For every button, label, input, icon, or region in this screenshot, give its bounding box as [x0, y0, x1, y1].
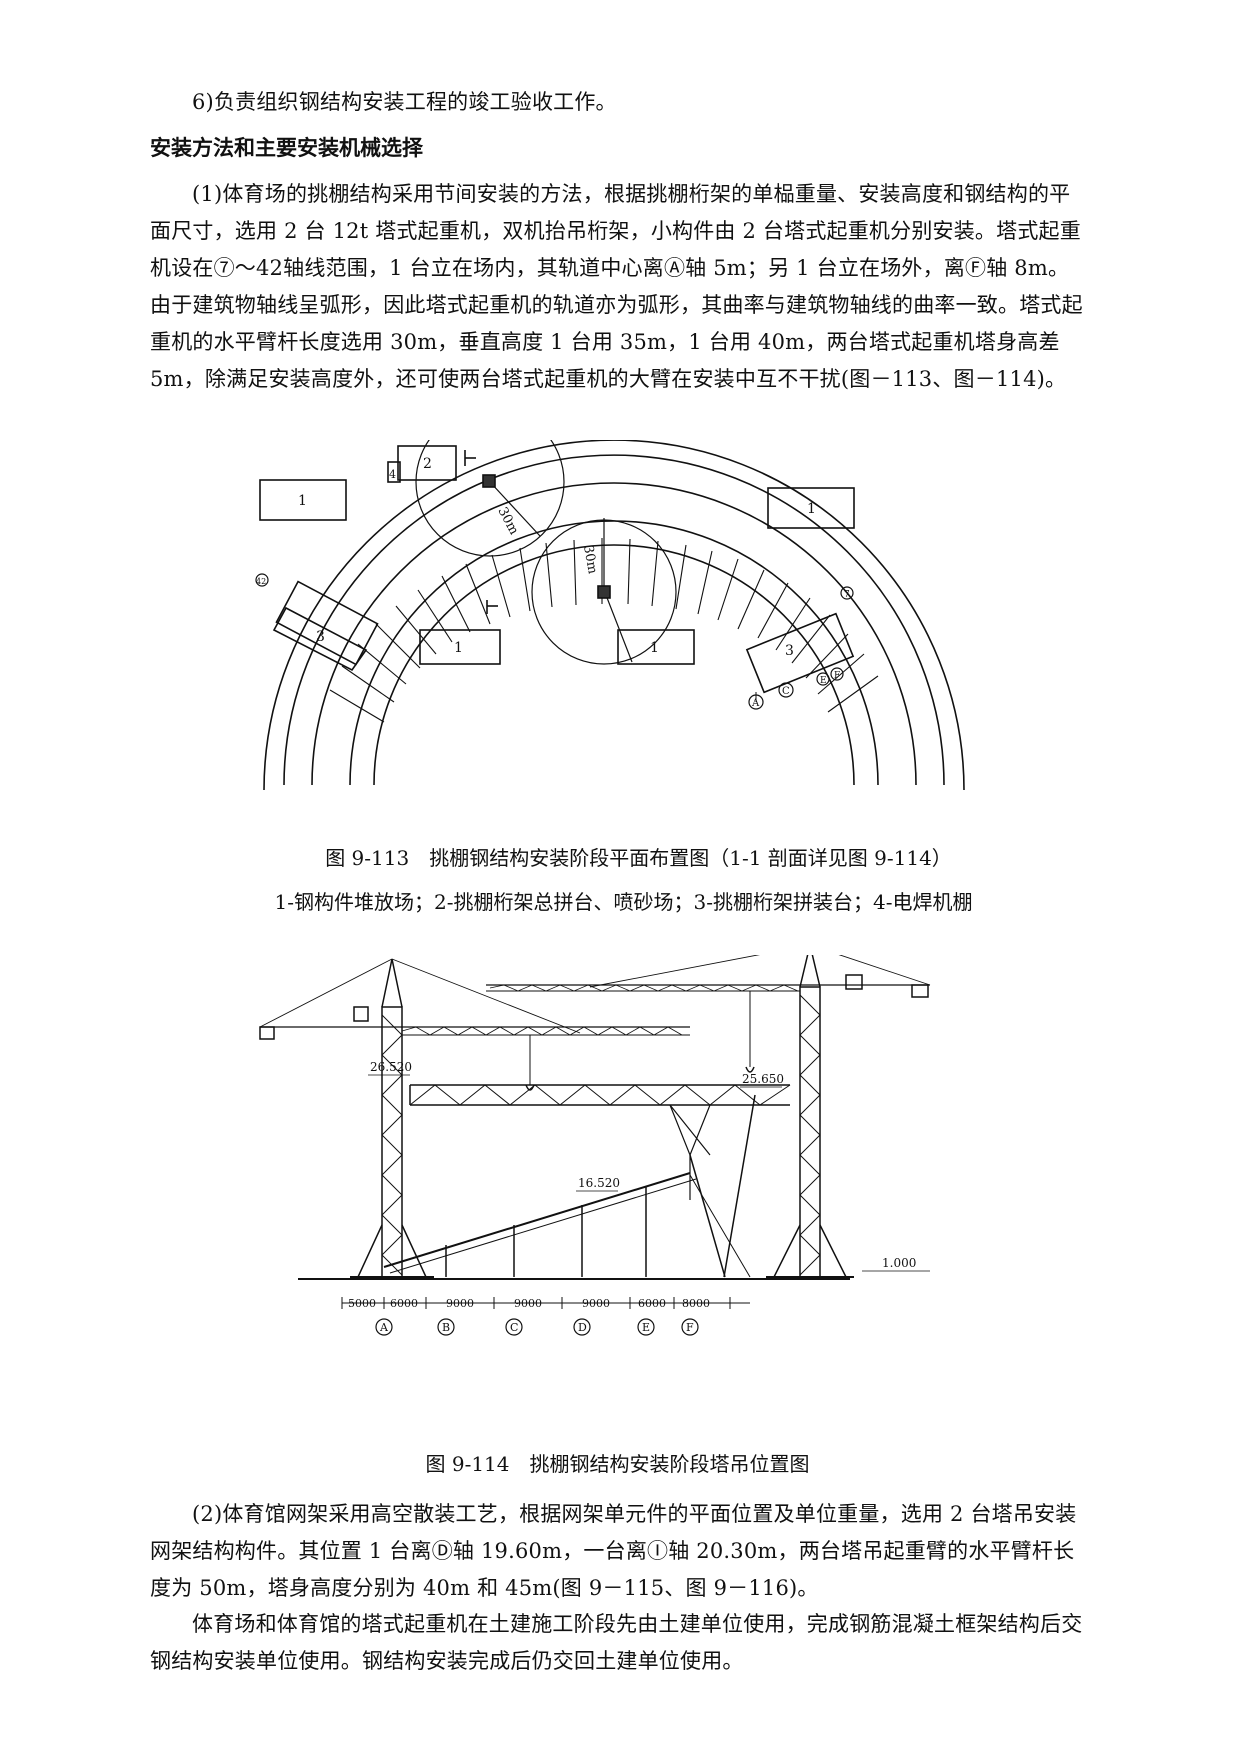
axis-f-label: F: [686, 1321, 694, 1334]
axis-42-label: 42: [256, 577, 266, 586]
axis-f-label: F: [834, 671, 840, 681]
platform-2-label: 2: [423, 456, 432, 472]
paragraph-2: (2)体育馆网架采用高空散装工艺，根据网架单元件的平面位置及单位重量，选用 2 …: [150, 1502, 1077, 1600]
dim-6: 8000: [682, 1297, 710, 1310]
arc-c: [349, 520, 879, 786]
axis-f-bubble: [681, 1318, 699, 1336]
axis-e-bubble: [637, 1318, 655, 1336]
yard-1-top-right-label: 1: [807, 501, 816, 517]
radius-line-1: [489, 481, 541, 537]
right-crane-mast: [766, 955, 854, 1278]
figure-114-caption: 图 9-114 挑棚钢结构安装阶段塔吊位置图: [425, 1452, 810, 1476]
paragraph-3: 体育场和体育馆的塔式起重机在土建施工阶段先由土建单位使用，完成钢筋混凝土框架结构…: [150, 1612, 1083, 1673]
axis-b-label: B: [442, 1321, 450, 1334]
figure-114-crane-elevation: 26.520 25.650 16.520 1.000 5000 6000 900…: [259, 955, 931, 1336]
brace-3: [723, 1094, 756, 1278]
dim-2: 9000: [446, 1297, 474, 1310]
stand-slope: [383, 1172, 691, 1268]
shed-4: [387, 461, 401, 483]
assembly-pad-3-right: [745, 612, 855, 694]
dim-1: 6000: [390, 1297, 418, 1310]
left-crane-tie: [259, 958, 581, 1034]
yard-1-top-right: [767, 487, 855, 529]
elevation-1000: 1.000: [882, 1256, 916, 1270]
right-counterweight: [911, 984, 929, 998]
platform-2: [397, 445, 457, 481]
axis-e-label: E: [820, 676, 827, 686]
radius-label-2: 30m: [580, 544, 600, 575]
axis-42-bubble: [255, 573, 269, 587]
roof-truss: [409, 1084, 791, 1200]
elevation-26520: 26.520: [370, 1060, 412, 1074]
list-item-6: 6)负责组织钢结构安装工程的竣工验收工作。: [192, 90, 617, 114]
figure-113-plan-layout: 3 3 1 1 1 1 2 4 30m 30m 42 7 A C E F: [255, 440, 965, 791]
elevation-25650: 25.650: [742, 1072, 784, 1086]
axis-e-bubble: [816, 672, 830, 686]
section-heading: 安装方法和主要安装机械选择: [150, 136, 423, 160]
axis-a-label: A: [379, 1321, 389, 1334]
pad-3-left-label: 3: [316, 629, 325, 645]
crane-reach-circle-outer: [415, 440, 565, 557]
axis-a-bubble: [375, 1318, 393, 1336]
crane-base-outer: [482, 474, 496, 488]
axis-f-bubble: [830, 667, 844, 681]
yard-1-top-left: [259, 479, 347, 521]
right-crane-tie: [589, 955, 931, 988]
yard-1-bottom-right-label: 1: [650, 640, 659, 656]
dim-5: 6000: [638, 1297, 666, 1310]
dim-3: 9000: [514, 1297, 542, 1310]
axis-c-label: C: [510, 1321, 518, 1334]
axis-c-bubble: [778, 682, 794, 698]
arc-e: [283, 454, 945, 786]
assembly-pad-3-left: [275, 580, 379, 666]
axis-b-bubble: [437, 1318, 455, 1336]
dim-0: 5000: [348, 1297, 376, 1310]
arc-a: [373, 544, 855, 786]
dimension-ticks: [341, 1297, 731, 1309]
arc-inner: [311, 482, 917, 786]
axis-d-label: D: [578, 1321, 587, 1334]
crane-base-inner: [597, 585, 611, 599]
axis-7-bubble: [840, 586, 854, 600]
paragraph-1: (1)体育场的挑棚结构采用节间安装的方法，根据挑棚桁架的单榀重量、安装高度和钢结…: [150, 182, 1083, 391]
figure-113-legend: 1-钢构件堆放场；2-挑棚桁架总拼台、喷砂场；3-挑棚桁架拼装台；4-电焊机棚: [274, 890, 973, 914]
brace-2: [689, 1174, 751, 1278]
axis-a-bubble: [748, 694, 764, 710]
pad-3-right-label: 3: [785, 643, 794, 659]
axis-d-bubble: [573, 1318, 591, 1336]
shed-4-label: 4: [389, 468, 396, 481]
dim-4: 9000: [582, 1297, 610, 1310]
yard-1-bottom-right: [617, 629, 695, 665]
axis-c-label: C: [782, 686, 790, 697]
left-counterweight: [259, 1026, 275, 1040]
axis-7-label: 7: [844, 590, 850, 600]
outer-arc-f: [263, 440, 965, 791]
axis-c-bubble: [505, 1318, 523, 1336]
yard-1-bottom-left: [419, 629, 501, 665]
elevation-16520: 16.520: [578, 1176, 620, 1190]
brace-1: [689, 1154, 726, 1278]
figure-113-caption: 图 9-113 挑棚钢结构安装阶段平面布置图（1-1 剖面详见图 9-114）: [325, 846, 952, 870]
yard-1-bottom-left-label: 1: [454, 640, 463, 656]
radius-label-1: 30m: [494, 505, 521, 538]
radius-line-3: [603, 589, 633, 663]
axis-e-label: E: [642, 1321, 650, 1334]
axis-a-label: A: [751, 698, 760, 709]
yard-1-top-left-label: 1: [298, 493, 307, 509]
left-crane-mast: [350, 958, 434, 1278]
